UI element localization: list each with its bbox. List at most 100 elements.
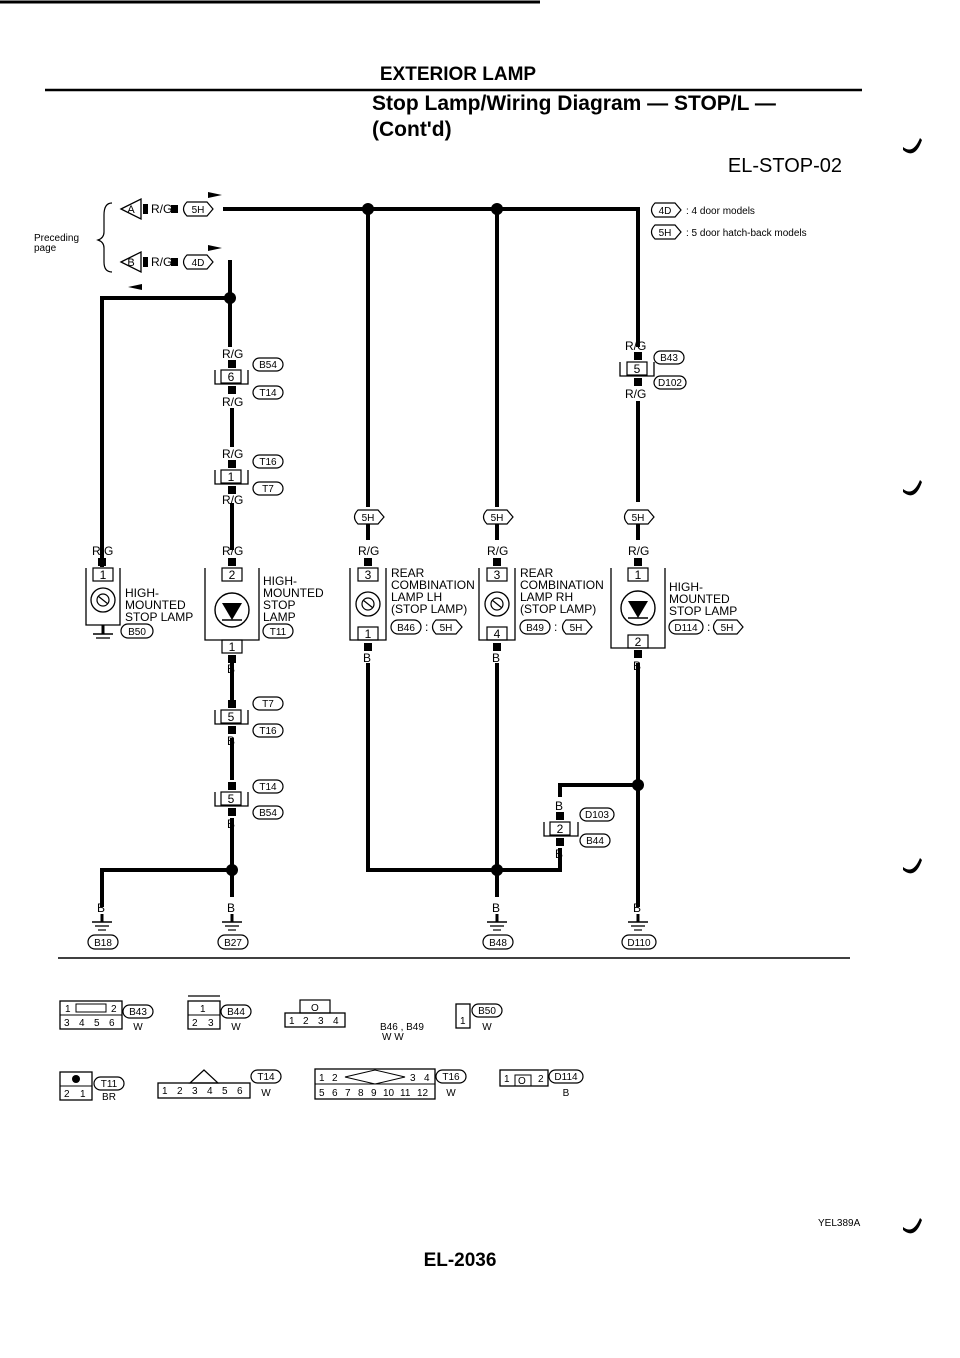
preceding-label-1: Preceding — [34, 233, 79, 244]
svg-text:3: 3 — [192, 1086, 198, 1097]
legend-5h: 5H : 5 door hatch-back models — [650, 224, 807, 240]
svg-text:11: 11 — [400, 1088, 411, 1099]
svg-text:MOUNTED: MOUNTED — [669, 592, 730, 606]
svg-text:5H: 5H — [192, 205, 205, 216]
svg-text:4: 4 — [207, 1086, 213, 1097]
svg-text:D114: D114 — [554, 1072, 578, 1083]
svg-text:D110: D110 — [627, 938, 651, 949]
figure-ref: YEL389A — [818, 1218, 861, 1229]
page-title-line1: Stop Lamp/Wiring Diagram — STOP/L — — [372, 92, 776, 115]
svg-text:3: 3 — [494, 568, 501, 582]
svg-text:5: 5 — [228, 710, 235, 724]
left-conn-1: R/G 6 R/G B54 T14 — [214, 347, 284, 409]
junction-dots — [224, 203, 644, 876]
lamp-hmsl-t11: 2 1 B HIGH- MOUNTED STOP LAMP T11 — [204, 558, 324, 676]
svg-text:B: B — [227, 901, 235, 915]
svg-text::: : — [425, 620, 428, 634]
ground-d110: B D110 — [621, 901, 657, 950]
svg-text:1: 1 — [289, 1016, 295, 1027]
svg-text:1: 1 — [504, 1074, 510, 1085]
svg-text:LAMP: LAMP — [263, 610, 296, 624]
svg-text:W: W — [133, 1022, 143, 1033]
svg-text:T16: T16 — [442, 1072, 460, 1083]
svg-text:12: 12 — [417, 1088, 429, 1099]
svg-text:4D: 4D — [659, 206, 672, 217]
svg-text:1: 1 — [65, 1004, 71, 1015]
svg-text:10: 10 — [383, 1088, 395, 1099]
svg-text:2: 2 — [635, 635, 642, 649]
svg-text:R/G: R/G — [222, 447, 243, 461]
svg-text:HIGH-: HIGH- — [125, 586, 159, 600]
svg-text:3: 3 — [410, 1073, 416, 1084]
svg-text:1: 1 — [229, 640, 236, 654]
svg-text:5H: 5H — [440, 623, 453, 634]
svg-text:LAMP LH: LAMP LH — [391, 590, 442, 604]
svg-text:T7: T7 — [262, 484, 274, 495]
section-title: EXTERIOR LAMP — [380, 64, 537, 85]
svg-text:R/G: R/G — [222, 347, 243, 361]
svg-text:B48: B48 — [489, 938, 507, 949]
svg-text:B50: B50 — [478, 1006, 496, 1017]
ground-b48: B B48 — [482, 901, 514, 950]
model-tag-hm: 5H — [623, 509, 655, 540]
svg-text:4D: 4D — [192, 258, 205, 269]
wire-label: R/G — [628, 544, 649, 558]
svg-text:R/G: R/G — [151, 255, 172, 269]
svg-text:B50: B50 — [128, 627, 146, 638]
svg-text:6: 6 — [228, 370, 235, 384]
svg-text:B: B — [555, 799, 563, 813]
svg-text:A: A — [127, 204, 135, 216]
svg-text:8: 8 — [358, 1088, 364, 1099]
svg-text:2: 2 — [538, 1074, 544, 1085]
svg-text:D103: D103 — [585, 810, 609, 821]
svg-text::: : — [554, 620, 557, 634]
svg-text:BR: BR — [102, 1092, 116, 1103]
page-title-line2: (Cont'd) — [372, 118, 452, 141]
svg-text:R/G: R/G — [151, 202, 172, 216]
svg-text:T16: T16 — [259, 726, 277, 737]
svg-text:B43: B43 — [660, 353, 678, 364]
wires — [100, 207, 640, 907]
input-a: A R/G 5H — [119, 192, 222, 221]
lamp-hmsl-d114: 1 2 B HIGH- MOUNTED STOP LAMP D114 : 5H — [610, 558, 744, 673]
preceding-label-2: page — [34, 243, 57, 254]
left-conn-2: R/G 1 R/G T16 T7 — [214, 447, 284, 507]
svg-text:W W: W W — [382, 1032, 404, 1043]
svg-text:W: W — [482, 1022, 492, 1033]
svg-text:B: B — [555, 847, 563, 861]
svg-text:T14: T14 — [257, 1072, 275, 1083]
svg-text:B: B — [127, 257, 134, 269]
svg-text:LAMP RH: LAMP RH — [520, 590, 573, 604]
svg-text:R/G: R/G — [625, 387, 646, 401]
svg-text:1: 1 — [100, 568, 107, 582]
svg-text:5: 5 — [319, 1088, 325, 1099]
svg-text:7: 7 — [345, 1088, 351, 1099]
svg-text:5: 5 — [228, 792, 235, 806]
svg-text:T14: T14 — [259, 782, 277, 793]
svg-text:B18: B18 — [94, 938, 112, 949]
lamp-rear-comb-lh: 3 1 B REAR COMBINATION LAMP LH (STOP LAM… — [349, 558, 475, 665]
svg-text:T14: T14 — [259, 388, 277, 399]
svg-text:B43: B43 — [129, 1007, 147, 1018]
wire-label: R/G — [487, 544, 508, 558]
svg-text:STOP: STOP — [263, 598, 295, 612]
svg-text:5H: 5H — [632, 513, 645, 524]
svg-text:B46 , B49: B46 , B49 — [380, 1022, 424, 1033]
svg-text:B: B — [633, 659, 641, 673]
svg-text:5: 5 — [634, 362, 641, 376]
svg-text:B: B — [492, 651, 500, 665]
svg-text:B: B — [227, 817, 235, 831]
svg-text:B: B — [97, 901, 105, 915]
right-conn-2: B 2 B D103 B44 — [543, 799, 615, 861]
svg-text:4: 4 — [79, 1018, 85, 1029]
ground-b27: B B27 — [217, 901, 249, 950]
svg-text:5H: 5H — [721, 623, 734, 634]
legend-4d: 4D : 4 door models — [650, 202, 755, 218]
svg-text:3: 3 — [64, 1018, 70, 1029]
svg-text:R/G: R/G — [222, 493, 243, 507]
svg-text:1: 1 — [365, 627, 372, 641]
